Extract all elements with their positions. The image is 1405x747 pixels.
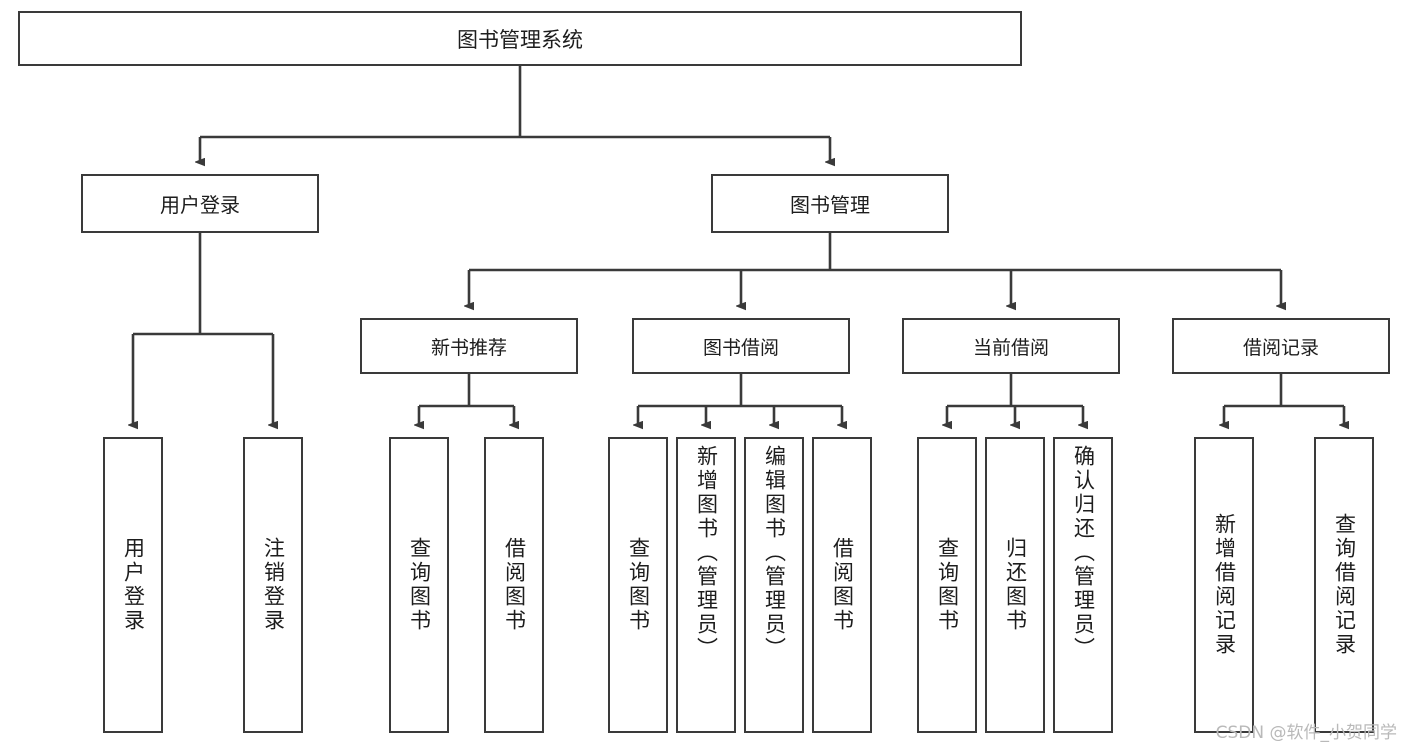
node-leaf-borrow-book-label: 借阅图书 xyxy=(830,537,855,633)
node-leaf-logout-label: 注销登录 xyxy=(261,537,286,633)
node-leaf-add-book[interactable]: 新增图书（管理员） xyxy=(676,437,736,733)
node-leaf-query-book-label: 查询图书 xyxy=(626,537,651,633)
node-user-login-label: 用户登录 xyxy=(160,193,240,217)
node-leaf-query-book[interactable]: 查询图书 xyxy=(608,437,668,733)
node-leaf-query-record-label: 查询借阅记录 xyxy=(1332,513,1357,657)
node-leaf-query-record[interactable]: 查询借阅记录 xyxy=(1314,437,1374,733)
node-book-borrow[interactable]: 图书借阅 xyxy=(632,318,850,374)
node-leaf-edit-book-label: 编辑图书（管理员） xyxy=(762,445,787,661)
node-leaf-logout[interactable]: 注销登录 xyxy=(243,437,303,733)
node-borrow-record-label: 借阅记录 xyxy=(1242,336,1319,359)
node-leaf-add-book-label: 新增图书（管理员） xyxy=(694,445,719,661)
node-leaf-add-record[interactable]: 新增借阅记录 xyxy=(1194,437,1254,733)
csdn-watermark: CSDN @软件_小贺同学 xyxy=(1215,723,1397,743)
node-user-login[interactable]: 用户登录 xyxy=(81,174,319,233)
node-current-borrow-label: 当前借阅 xyxy=(972,336,1049,359)
node-root-label: 图书管理系统 xyxy=(457,27,583,52)
node-book-manage-label: 图书管理 xyxy=(790,193,870,217)
node-book-manage[interactable]: 图书管理 xyxy=(711,174,949,233)
node-leaf-return-book-label: 归还图书 xyxy=(1003,537,1028,633)
node-leaf-borrow-book[interactable]: 借阅图书 xyxy=(812,437,872,733)
node-leaf-user-login[interactable]: 用户登录 xyxy=(103,437,163,733)
node-new-book-rec-label: 新书推荐 xyxy=(430,336,507,359)
node-new-book-rec[interactable]: 新书推荐 xyxy=(360,318,578,374)
node-root[interactable]: 图书管理系统 xyxy=(18,11,1022,66)
node-current-borrow[interactable]: 当前借阅 xyxy=(902,318,1120,374)
node-leaf-edit-book[interactable]: 编辑图书（管理员） xyxy=(744,437,804,733)
node-borrow-record[interactable]: 借阅记录 xyxy=(1172,318,1390,374)
node-leaf-user-login-label: 用户登录 xyxy=(121,537,146,633)
node-leaf-add-record-label: 新增借阅记录 xyxy=(1212,513,1237,657)
node-leaf-confirm-return-label: 确认归还（管理员） xyxy=(1071,445,1096,661)
node-leaf-query-book-rec-label: 查询图书 xyxy=(407,537,432,633)
node-leaf-borrow-book-rec[interactable]: 借阅图书 xyxy=(484,437,544,733)
node-leaf-query-book-cur[interactable]: 查询图书 xyxy=(917,437,977,733)
node-leaf-confirm-return[interactable]: 确认归还（管理员） xyxy=(1053,437,1113,733)
node-leaf-query-book-cur-label: 查询图书 xyxy=(935,537,960,633)
node-book-borrow-label: 图书借阅 xyxy=(702,336,779,359)
node-leaf-query-book-rec[interactable]: 查询图书 xyxy=(389,437,449,733)
node-leaf-return-book[interactable]: 归还图书 xyxy=(985,437,1045,733)
node-leaf-borrow-book-rec-label: 借阅图书 xyxy=(502,537,527,633)
